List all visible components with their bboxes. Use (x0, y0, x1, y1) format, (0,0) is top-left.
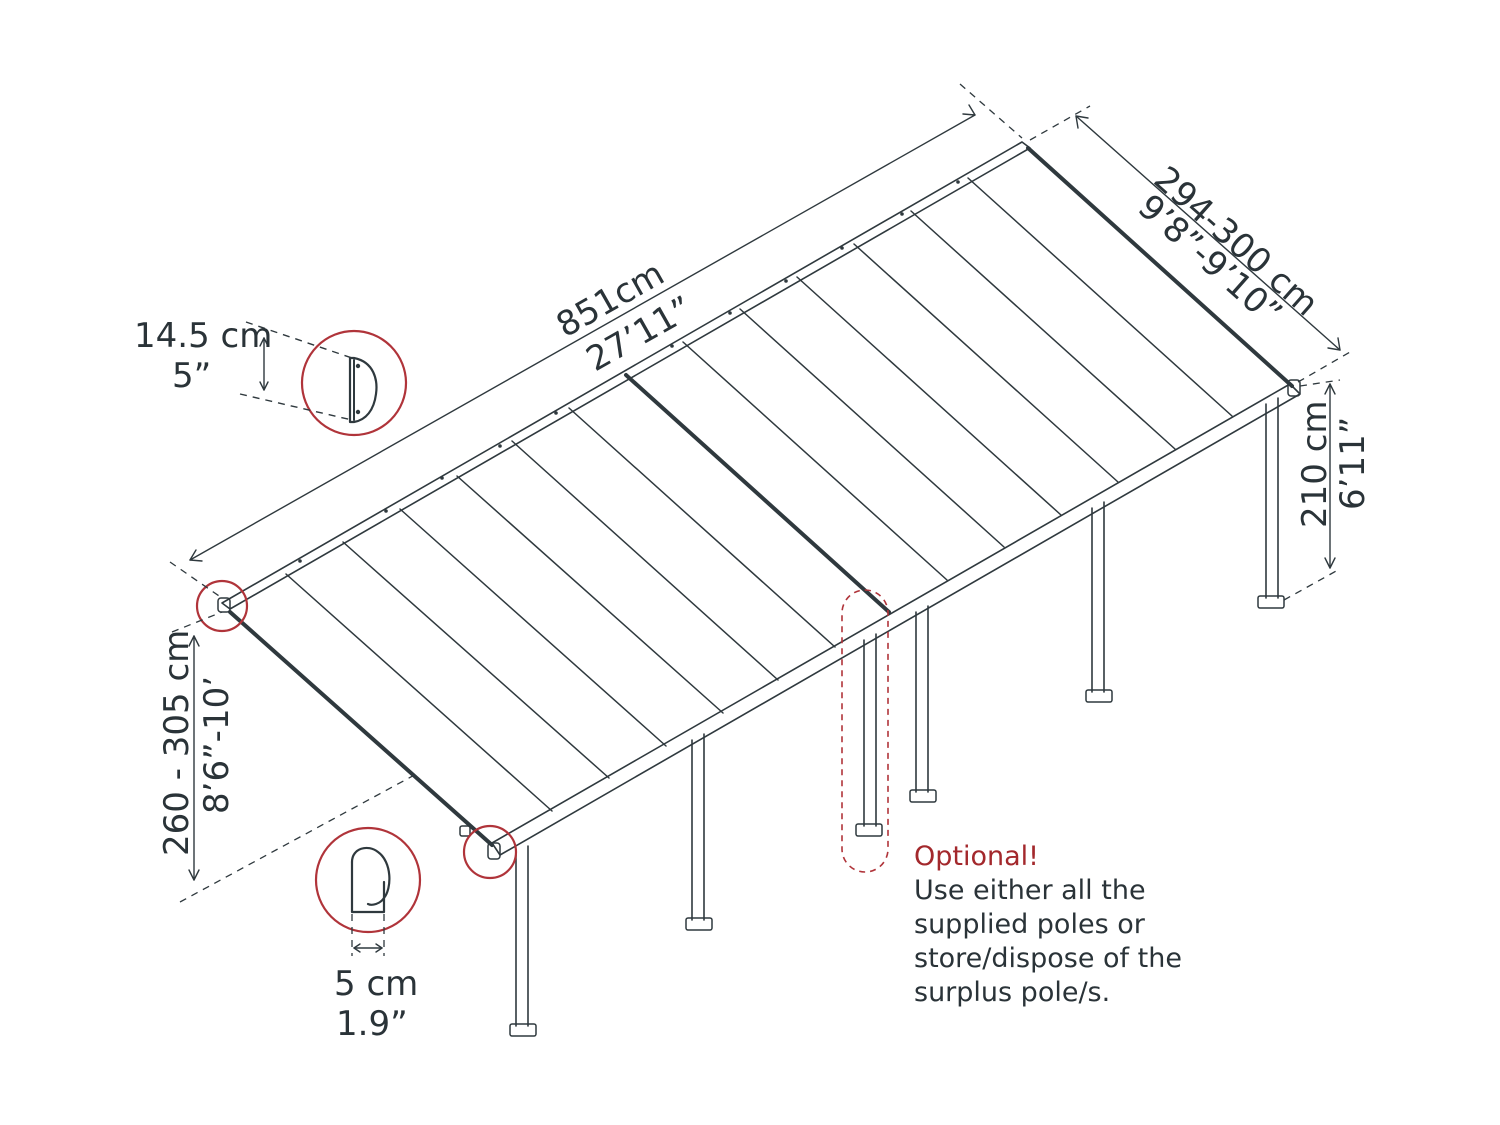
optional-note: Optional! Use either all the supplied po… (914, 841, 1182, 1008)
front-height-imperial: 6’11” (1333, 417, 1373, 510)
note-line-1: Use either all the (914, 875, 1146, 906)
roof (217, 141, 1301, 860)
post-5 (1257, 397, 1285, 609)
gutter-end-left (459, 825, 471, 837)
wall-height-imperial: 8’6”-10’ (197, 676, 237, 814)
wall-fixings (298, 180, 960, 563)
middle-rafter (624, 373, 891, 614)
wall-height-metric: 260 - 305 cm (157, 630, 197, 856)
post-width-metric: 5 cm (334, 964, 418, 1004)
post-profile-icon (350, 846, 391, 906)
length-dimension (169, 83, 1023, 599)
post-optional (855, 633, 883, 837)
note-title: Optional! (914, 841, 1039, 872)
post-3 (909, 605, 937, 803)
note-line-4: surplus pole/s. (914, 977, 1110, 1008)
note-line-2: supplied poles or (914, 909, 1146, 940)
right-end-rafter (1026, 146, 1294, 388)
corner-bracket-front-right (1287, 379, 1301, 397)
panel-joints (285, 177, 1233, 812)
post-width-imperial: 1.9” (336, 1004, 408, 1044)
left-end-rafter (228, 610, 494, 847)
beam-height-imperial: 5” (172, 356, 211, 396)
post-4 (1085, 501, 1113, 703)
corner-bracket-back-left (217, 597, 231, 613)
posts (509, 397, 1285, 1037)
post-1 (509, 845, 537, 1037)
beam-height-metric: 14.5 cm (134, 316, 272, 356)
highlight-back-corner (195, 579, 249, 633)
corner-bracket-front-left (487, 842, 501, 860)
beam-detail (239, 321, 408, 437)
highlight-optional-post (841, 589, 889, 873)
width-dimension (1029, 105, 1351, 383)
beam-profile-icon (348, 356, 378, 424)
post-2 (685, 733, 713, 931)
post-detail-circle (314, 826, 422, 934)
front-beam (491, 383, 1301, 856)
highlight-front-corner (462, 824, 518, 880)
note-line-3: store/dispose of the (914, 943, 1182, 974)
wall-height-dimension (171, 611, 421, 903)
front-height-dimension (1283, 379, 1341, 601)
front-height-metric: 210 cm (1295, 400, 1335, 528)
beam-detail-circle (300, 329, 408, 437)
post-detail (314, 826, 422, 956)
